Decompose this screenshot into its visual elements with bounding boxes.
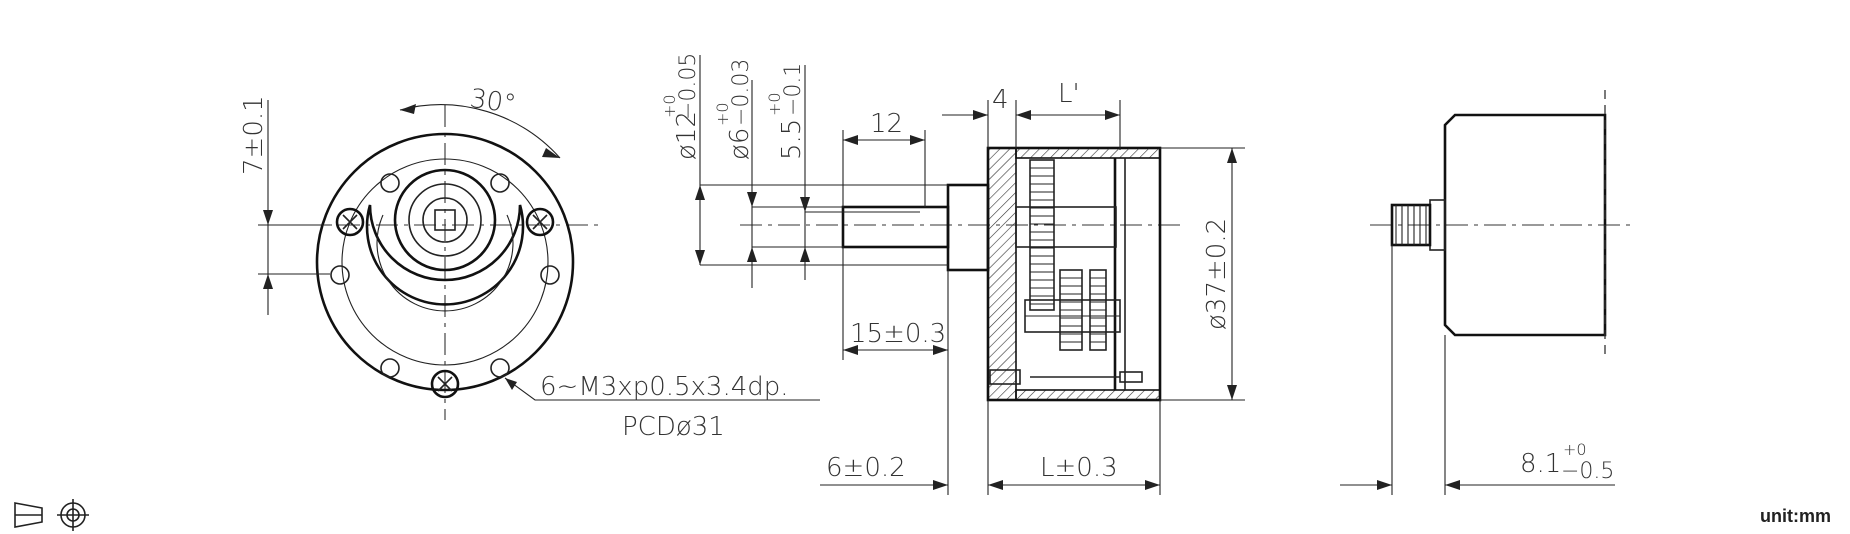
dim-12-label: 12 xyxy=(870,109,903,139)
angle-label: 30° xyxy=(468,84,518,120)
dim-81-tol-dn: −0.5 xyxy=(1561,459,1614,484)
dim-d6-main: ø6 xyxy=(725,128,755,160)
dim-55-tol-up: +0 xyxy=(765,92,784,116)
gear-stack xyxy=(1024,159,1121,351)
dim-81-main: 8.1 xyxy=(1520,449,1561,479)
third-angle-projection-icon xyxy=(14,499,89,531)
dim-6-label: 6±0.2 xyxy=(826,453,906,483)
motor-view: 8.1 +0 −0.5 xyxy=(1340,90,1630,495)
dim-81-tol-up: +0 xyxy=(1563,440,1587,459)
front-view: 30° 7±0.1 6~M3xp0.5x3.4dp. PCDø31 xyxy=(239,84,820,442)
mount-holes xyxy=(330,173,560,378)
dim-d12-tol-up: +0 xyxy=(660,94,679,118)
dim-lprime-label: L' xyxy=(1058,79,1080,109)
pcd-label: PCDø31 xyxy=(622,412,725,442)
dim-d6-tol-dn: −0.03 xyxy=(729,59,754,126)
dim-d37-label: ø37±0.2 xyxy=(1202,218,1232,330)
side-view: ø12 +0 −0.05 ø6 +0 −0.03 5.5 +0 −0.1 12 … xyxy=(660,53,1245,495)
dim-d6-tol-up: +0 xyxy=(713,102,732,126)
hole-callout-label: 6~M3xp0.5x3.4dp. xyxy=(540,372,789,402)
dim-L-label: L±0.3 xyxy=(1040,453,1118,483)
dim-4-label: 4 xyxy=(992,85,1009,115)
dim-55-main: 5.5 xyxy=(777,119,807,160)
dim-55-tol-dn: −0.1 xyxy=(781,63,806,116)
dim-d12-tol-dn: −0.05 xyxy=(676,53,701,120)
dim-d12-main: ø12 xyxy=(672,111,702,160)
dim-15-label: 15±0.3 xyxy=(850,319,946,349)
offset-dim-label: 7±0.1 xyxy=(239,95,269,175)
screw-heads xyxy=(335,207,555,399)
unit-label: unit:mm xyxy=(1760,506,1831,526)
